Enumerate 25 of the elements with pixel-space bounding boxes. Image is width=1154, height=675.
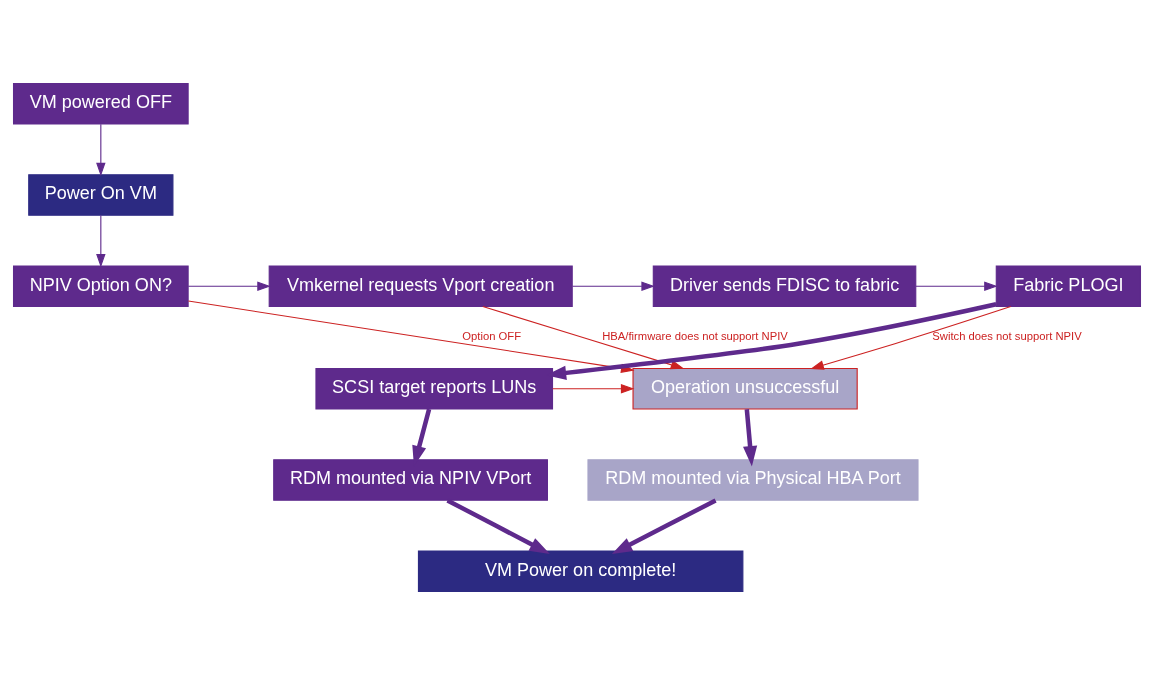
edge-label: Option OFF: [462, 330, 522, 343]
arrow: [915, 281, 998, 291]
arrow: [571, 281, 655, 291]
arrow: [611, 498, 717, 554]
node-box: VM Power on complete!: [417, 550, 744, 593]
node-box: SCSI target reports LUNs: [315, 367, 554, 410]
node-box: Vmkernel requests Vport creation: [268, 265, 573, 308]
arrow: [743, 408, 758, 467]
arrow: [482, 306, 685, 370]
arrow: [810, 306, 1012, 370]
arrow: [446, 498, 550, 554]
node-box: Fabric PLOGI: [995, 265, 1142, 308]
arrow: [96, 123, 106, 177]
node-box: RDM mounted via Physical HBA Port: [587, 459, 919, 501]
node-box: Power On VM: [28, 174, 174, 216]
node-box: RDM mounted via NPIV VPort: [273, 459, 548, 501]
arrow: [552, 384, 635, 394]
node-box: VM powered OFF: [12, 82, 189, 125]
node-box: NPIV Option ON?: [12, 265, 189, 308]
arrow: [187, 281, 271, 291]
arrow: [96, 214, 106, 268]
node-box: Driver sends FDISC to fabric: [652, 265, 917, 308]
edge-label: HBA/firmware does not support NPIV: [602, 330, 788, 343]
edge-label: Switch does not support NPIV: [932, 330, 1082, 343]
node-box: Operation unsuccessful: [632, 367, 858, 410]
